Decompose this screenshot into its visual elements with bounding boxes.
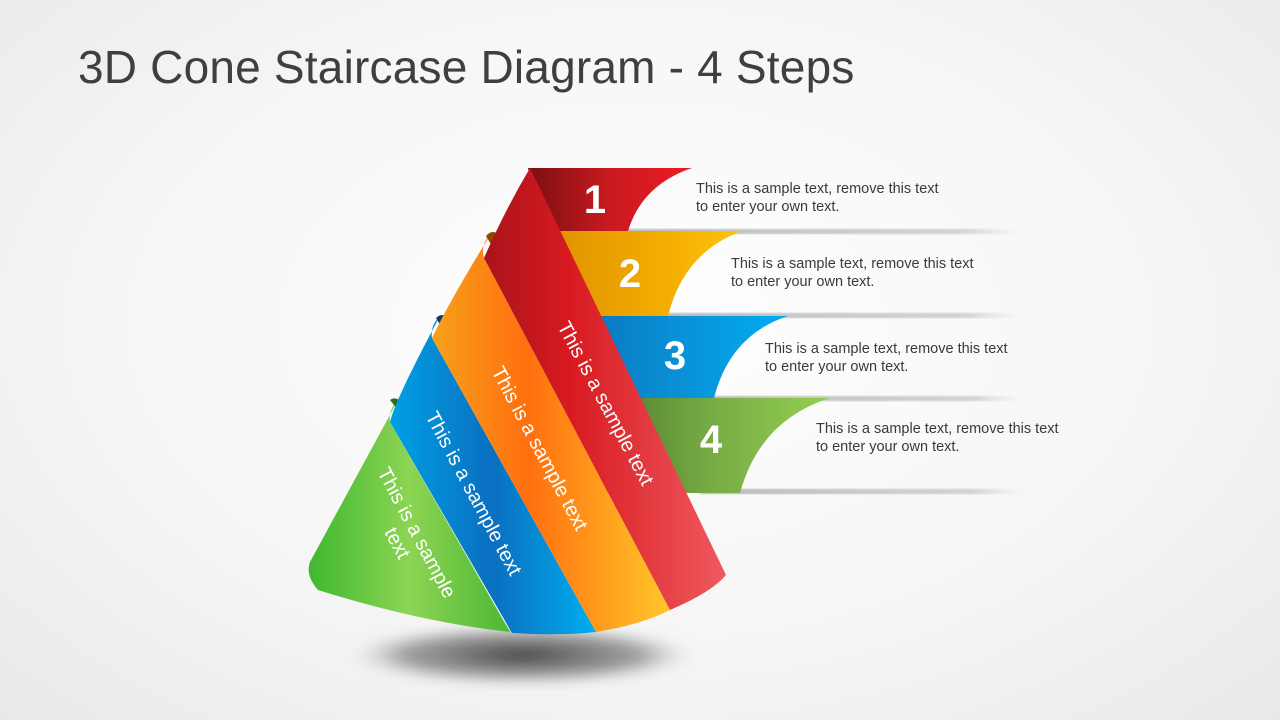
step-description-4-line-1: This is a sample text, remove this text	[816, 421, 1059, 437]
step-description-2-line-1: This is a sample text, remove this text	[731, 256, 974, 272]
shelf-shadows	[620, 229, 1020, 494]
step-number-4: 4	[699, 418, 723, 462]
step-description-4-line-2: to enter your own text.	[816, 439, 960, 455]
step-number-3: 3	[663, 334, 687, 378]
step-number-2: 2	[618, 252, 642, 296]
step-description-3-line-2: to enter your own text.	[765, 359, 909, 375]
step-number-1: 1	[583, 178, 607, 222]
step-description-1: This is a sample text, remove this text …	[696, 180, 1016, 216]
step-description-4: This is a sample text, remove this text …	[816, 420, 1136, 456]
step-description-2-line-2: to enter your own text.	[731, 274, 875, 290]
step-banner-1	[528, 168, 692, 231]
step-description-1-line-1: This is a sample text, remove this text	[696, 181, 939, 197]
ribbon-red	[484, 168, 726, 610]
step-description-2: This is a sample text, remove this text …	[731, 255, 1051, 291]
step-description-1-line-2: to enter your own text.	[696, 199, 840, 215]
slide-title: 3D Cone Staircase Diagram - 4 Steps	[78, 41, 855, 93]
step-description-3: This is a sample text, remove this text …	[765, 340, 1085, 376]
cone-shadow	[350, 625, 694, 685]
step-description-3-line-1: This is a sample text, remove this text	[765, 341, 1008, 357]
